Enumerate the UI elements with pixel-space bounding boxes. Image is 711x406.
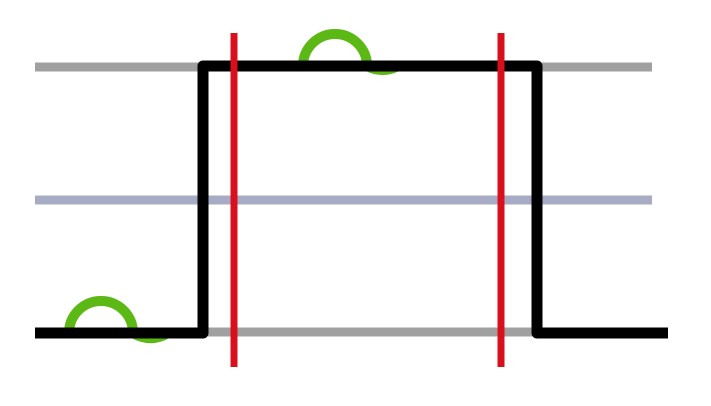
pulse-signal [35,60,668,339]
